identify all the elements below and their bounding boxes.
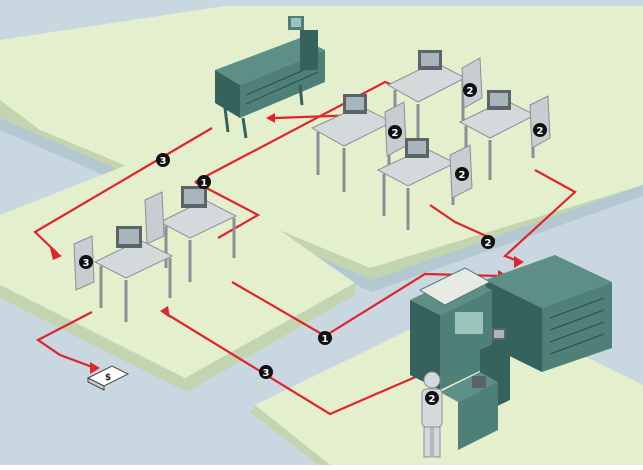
step-badge-circle (197, 175, 211, 189)
step-badge-3: 3 (79, 255, 93, 269)
step-badge-label: 1 (322, 334, 329, 345)
flow-step-3-plotter (33, 127, 213, 255)
step-badge-label: 2 (485, 238, 492, 249)
step-badge-1: 1 (197, 175, 211, 189)
computer-workstation-icon (144, 186, 238, 282)
step-badge-circle (388, 125, 402, 139)
step-badge-2: 2 (533, 123, 547, 137)
step-badge-circle (79, 255, 93, 269)
step-badge-label: 2 (467, 86, 474, 97)
flow-step-3-money (35, 311, 96, 370)
flow-step-2-right (502, 169, 577, 264)
step-badge-label: 2 (429, 394, 436, 405)
flow-step-1-workstation (194, 181, 261, 239)
flow-step-3-output (164, 312, 421, 416)
wide-format-plotter-icon (215, 16, 325, 139)
operator-console (440, 372, 498, 450)
step-badge-circle (156, 153, 170, 167)
step-badge-label: 3 (160, 156, 167, 167)
step-badge-label: 1 (201, 178, 208, 189)
platform-left (0, 150, 355, 392)
step-badge-2: 2 (455, 167, 469, 181)
step-badge-2: 2 (388, 125, 402, 139)
step-badge-3: 3 (156, 153, 170, 167)
production-printer-icon (410, 267, 510, 414)
step-badge-2: 2 (481, 235, 495, 249)
step-badge-circle (318, 331, 332, 345)
money-symbol: $ (105, 373, 111, 383)
step-badge-circle (425, 391, 439, 405)
step-badge-label: 2 (392, 128, 399, 139)
step-badge-1: 1 (318, 331, 332, 345)
step-badge-label: 3 (263, 368, 270, 379)
step-badge-circle (259, 365, 273, 379)
step-badge-3: 3 (259, 365, 273, 379)
step-badge-circle (533, 123, 547, 137)
step-badge-circle (455, 167, 469, 181)
step-badge-label: 2 (459, 170, 466, 181)
flow-step-2-desks (429, 204, 496, 242)
step-badge-circle (463, 83, 477, 97)
money-bill-icon: $ (86, 365, 130, 391)
step-badges: 1 1 2 2 2 2 2 2 3 3 3 (79, 83, 547, 405)
step-badge-label: 3 (83, 258, 90, 269)
computer-workstation-icon (458, 90, 551, 180)
step-badge-label: 2 (537, 126, 544, 137)
step-badge-2: 2 (425, 391, 439, 405)
step-badge-circle (481, 235, 495, 249)
step-badge-2: 2 (463, 83, 477, 97)
